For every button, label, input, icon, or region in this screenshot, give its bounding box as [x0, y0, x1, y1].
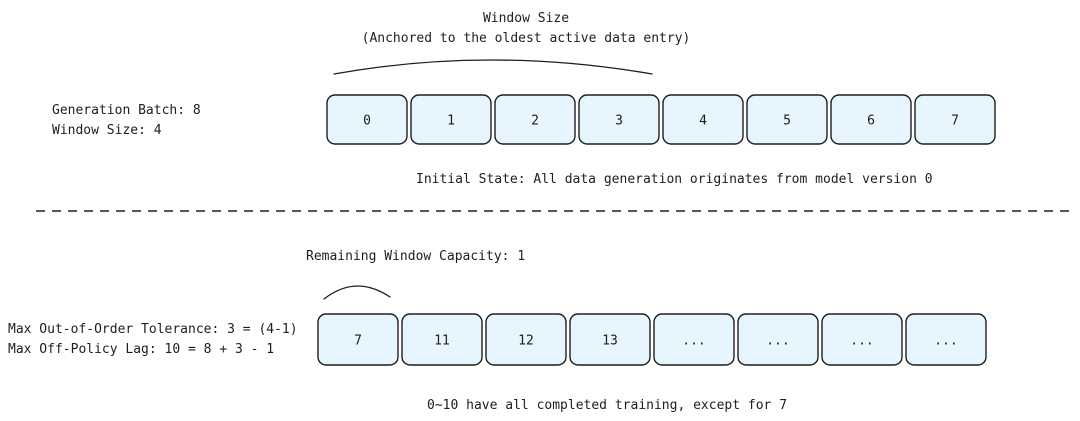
- capacity-brace: [323, 285, 391, 300]
- top-cell-label: 4: [699, 114, 707, 129]
- top-cell-box: [410, 94, 492, 145]
- bottom-cell: 12: [485, 313, 567, 366]
- window-size-subtitle: (Anchored to the oldest active data entr…: [362, 31, 691, 46]
- bottom-cell-label: 13: [602, 334, 618, 349]
- bottom-cell: ...: [905, 313, 987, 366]
- top-cell-label: 3: [615, 114, 623, 129]
- bottom-cell-box: [401, 313, 483, 366]
- top-cell-box: [662, 94, 744, 145]
- bottom-cell-label: 7: [354, 334, 362, 349]
- top-cell: 0: [326, 94, 408, 145]
- top-cell-row: 0 1 2 3 4 5 6 7: [326, 94, 996, 145]
- bottom-cell: 7: [317, 313, 399, 366]
- bottom-cell: 11: [401, 313, 483, 366]
- top-cell: 1: [410, 94, 492, 145]
- bottom-section: Remaining Window Capacity: 1 Max Out-of-…: [8, 249, 987, 413]
- top-cell: 7: [914, 94, 996, 145]
- bottom-cell-label: ...: [934, 334, 957, 349]
- bottom-cell-box: [737, 313, 819, 366]
- out-of-order-tolerance-label: Max Out-of-Order Tolerance: 3 = (4-1): [8, 322, 298, 337]
- initial-state-caption: Initial State: All data generation origi…: [416, 172, 933, 187]
- bottom-cell-box: [821, 313, 903, 366]
- window-size-brace: [333, 59, 653, 75]
- bottom-cell-label: 11: [434, 334, 450, 349]
- top-cell-box: [830, 94, 912, 145]
- top-cell-box: [326, 94, 408, 145]
- window-size-title: Window Size: [483, 11, 569, 26]
- top-cell-box: [578, 94, 660, 145]
- top-cell-label: 2: [531, 114, 539, 129]
- top-cell: 6: [830, 94, 912, 145]
- bottom-cell-box: [569, 313, 651, 366]
- remaining-capacity-label: Remaining Window Capacity: 1: [306, 249, 525, 264]
- top-cell-label: 0: [363, 114, 371, 129]
- bottom-cell: ...: [653, 313, 735, 366]
- off-policy-lag-label: Max Off-Policy Lag: 10 = 8 + 3 - 1: [8, 342, 274, 357]
- top-cell-label: 7: [951, 114, 959, 129]
- top-cell-label: 5: [783, 114, 791, 129]
- top-cell: 2: [494, 94, 576, 145]
- top-cell-box: [746, 94, 828, 145]
- top-cell-box: [494, 94, 576, 145]
- top-cell: 3: [578, 94, 660, 145]
- bottom-cell: 13: [569, 313, 651, 366]
- top-cell-label: 1: [447, 114, 455, 129]
- top-cell: 5: [746, 94, 828, 145]
- completed-training-caption: 0~10 have all completed training, except…: [427, 398, 787, 413]
- top-section: Window Size (Anchored to the oldest acti…: [52, 11, 996, 187]
- bottom-cell-box: [485, 313, 567, 366]
- bottom-cell-label: ...: [766, 334, 789, 349]
- bottom-cell-label: ...: [850, 334, 873, 349]
- bottom-cell: ...: [737, 313, 819, 366]
- bottom-cell-label: ...: [682, 334, 705, 349]
- bottom-cell-box: [317, 313, 399, 366]
- window-size-label: Window Size: 4: [52, 123, 162, 138]
- bottom-cell: ...: [821, 313, 903, 366]
- bottom-cell-label: 12: [518, 334, 534, 349]
- bottom-cell-row: 7 11 12 13............: [317, 313, 987, 366]
- top-cell: 4: [662, 94, 744, 145]
- generation-batch-label: Generation Batch: 8: [52, 103, 201, 118]
- top-cell-label: 6: [867, 114, 875, 129]
- bottom-cell-box: [905, 313, 987, 366]
- bottom-cell-box: [653, 313, 735, 366]
- top-cell-box: [914, 94, 996, 145]
